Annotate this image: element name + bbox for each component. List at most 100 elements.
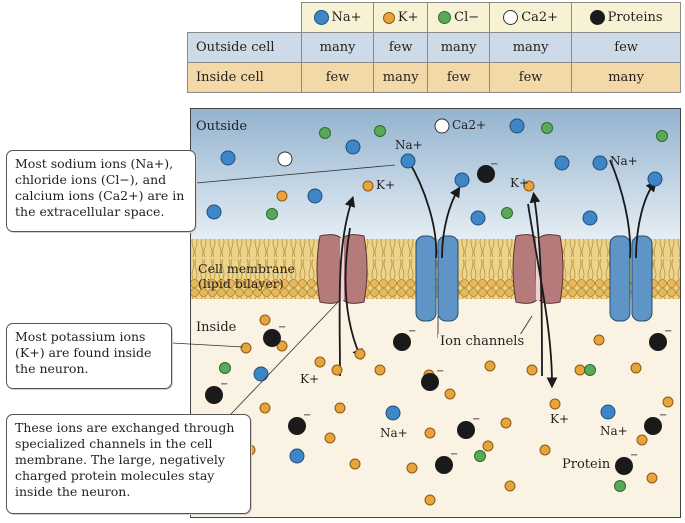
ion-flux-arrows — [338, 159, 657, 389]
membrane-label-line-2: (lipid bilayer) — [198, 276, 284, 291]
calcium-label-text: Ca2+ — [452, 118, 487, 132]
sodium-ion — [592, 155, 608, 171]
header-cl: Cl− — [427, 2, 491, 33]
sodium-ion — [400, 153, 416, 169]
callout-exchange-line-1: These ions are exchanged through — [15, 420, 235, 435]
table-header-row: Na+ K+ Cl− Ca2+ Proteins — [187, 2, 681, 33]
charge-sign: − — [490, 159, 499, 170]
callout-potassium-line-1: Most potassium ions — [15, 329, 146, 344]
cell-outside-cl: many — [427, 32, 491, 63]
chloride-ion — [219, 362, 231, 374]
potassium-ion — [374, 364, 386, 376]
charge-sign: − — [436, 366, 445, 377]
charge-sign: − — [303, 410, 312, 421]
protein-molecule — [457, 421, 475, 439]
potassium-label-bottom-2: K+ — [550, 412, 570, 426]
sodium-label-top-2: Na+ — [610, 154, 638, 168]
protein-molecule — [421, 373, 439, 391]
callout-exchange-line-2: specialized channels in the cell — [15, 436, 213, 451]
protein-molecule — [477, 165, 495, 183]
sodium-dot-icon — [313, 10, 329, 25]
sodium-channel-1 — [415, 235, 459, 322]
chloride-ion — [584, 364, 596, 376]
row-label-inside: Inside cell — [187, 62, 302, 93]
potassium-ion — [240, 342, 252, 354]
cell-outside-proteins: few — [571, 32, 681, 63]
membrane-diagram: Outside Inside Cell membrane (lipid bila… — [190, 108, 681, 518]
potassium-label-top-1: K+ — [376, 178, 396, 192]
callout-potassium-line-3: the neuron. — [15, 361, 89, 376]
potassium-ion — [331, 364, 343, 376]
table-row-outside: Outside cell many few many many few — [187, 32, 681, 63]
charge-sign: − — [278, 322, 287, 333]
charge-sign: − — [408, 326, 417, 337]
potassium-ion — [662, 396, 674, 408]
charge-sign: − — [450, 449, 459, 460]
potassium-ion — [482, 440, 494, 452]
potassium-label-bottom-1: K+ — [300, 372, 320, 386]
sodium-ion — [206, 204, 222, 220]
potassium-ion — [362, 180, 374, 192]
cell-inside-cl: few — [427, 62, 491, 93]
protein-molecule — [435, 456, 453, 474]
calcium-ion — [434, 118, 450, 134]
sodium-ion — [470, 210, 486, 226]
header-label-cl: Cl− — [454, 10, 480, 25]
potassium-ion — [526, 364, 538, 376]
potassium-ion — [314, 356, 326, 368]
row-label-outside: Outside cell — [187, 32, 302, 63]
protein-label: Protein — [562, 457, 611, 472]
sodium-ion — [345, 139, 361, 155]
table-corner — [187, 2, 302, 33]
potassium-ion — [636, 434, 648, 446]
calcium-label: Ca2+ — [452, 118, 486, 133]
potassium-ion — [574, 364, 586, 376]
callout-exchange: These ions are exchanged through special… — [6, 414, 251, 514]
callout-potassium-line-2: (K+) are found inside — [15, 345, 152, 360]
sodium-ion — [647, 171, 663, 187]
callout-sodium: Most sodium ions (Na+), chloride ions (C… — [6, 150, 196, 232]
potassium-ion — [484, 360, 496, 372]
potassium-ion — [259, 314, 271, 326]
protein-dot-icon — [589, 10, 605, 25]
cell-inside-ca: few — [489, 62, 573, 93]
sodium-ion — [385, 405, 401, 421]
charge-sign: − — [659, 410, 668, 421]
cell-inside-proteins: many — [571, 62, 681, 93]
callout-exchange-line-3: membrane. The large, negatively — [15, 452, 225, 467]
na-influx-arrow-2 — [609, 159, 632, 259]
callout-potassium: Most potassium ions (K+) are found insid… — [6, 323, 172, 389]
protein-molecule — [649, 333, 667, 351]
charge-sign: − — [472, 414, 481, 425]
sodium-ion — [307, 188, 323, 204]
potassium-channel-2 — [512, 234, 564, 304]
potassium-ion — [424, 427, 436, 439]
chloride-ion — [541, 122, 553, 134]
header-label-ca: Ca2+ — [521, 10, 559, 25]
cell-inside-na: few — [300, 62, 375, 93]
callout-sodium-line-1: Most sodium ions (Na+), — [15, 156, 174, 171]
diagram-border — [190, 108, 681, 518]
potassium-ion — [406, 462, 418, 474]
header-label-k: K+ — [397, 10, 419, 25]
sodium-channel-2 — [609, 235, 653, 322]
potassium-ion — [504, 480, 516, 492]
k-influx-arrow-2 — [527, 203, 558, 389]
cell-outside-k: few — [373, 32, 429, 63]
calcium-ion — [277, 151, 293, 167]
protein-molecule — [615, 457, 633, 475]
calcium-ions — [277, 118, 450, 167]
na-out-arrow-2 — [635, 180, 657, 259]
calcium-dot-icon — [503, 10, 519, 25]
chloride-ion — [614, 480, 626, 492]
potassium-ion — [334, 402, 346, 414]
chloride-ion — [266, 208, 278, 220]
sodium-ion — [253, 366, 269, 382]
chloride-ion — [474, 450, 486, 462]
chloride-ion — [319, 127, 331, 139]
header-proteins: Proteins — [571, 2, 681, 33]
ion-channels-label: Ion channels — [438, 334, 527, 349]
header-ca: Ca2+ — [489, 2, 573, 33]
potassium-label-top-2: K+ — [510, 176, 530, 190]
sodium-label-top-1: Na+ — [395, 138, 423, 152]
